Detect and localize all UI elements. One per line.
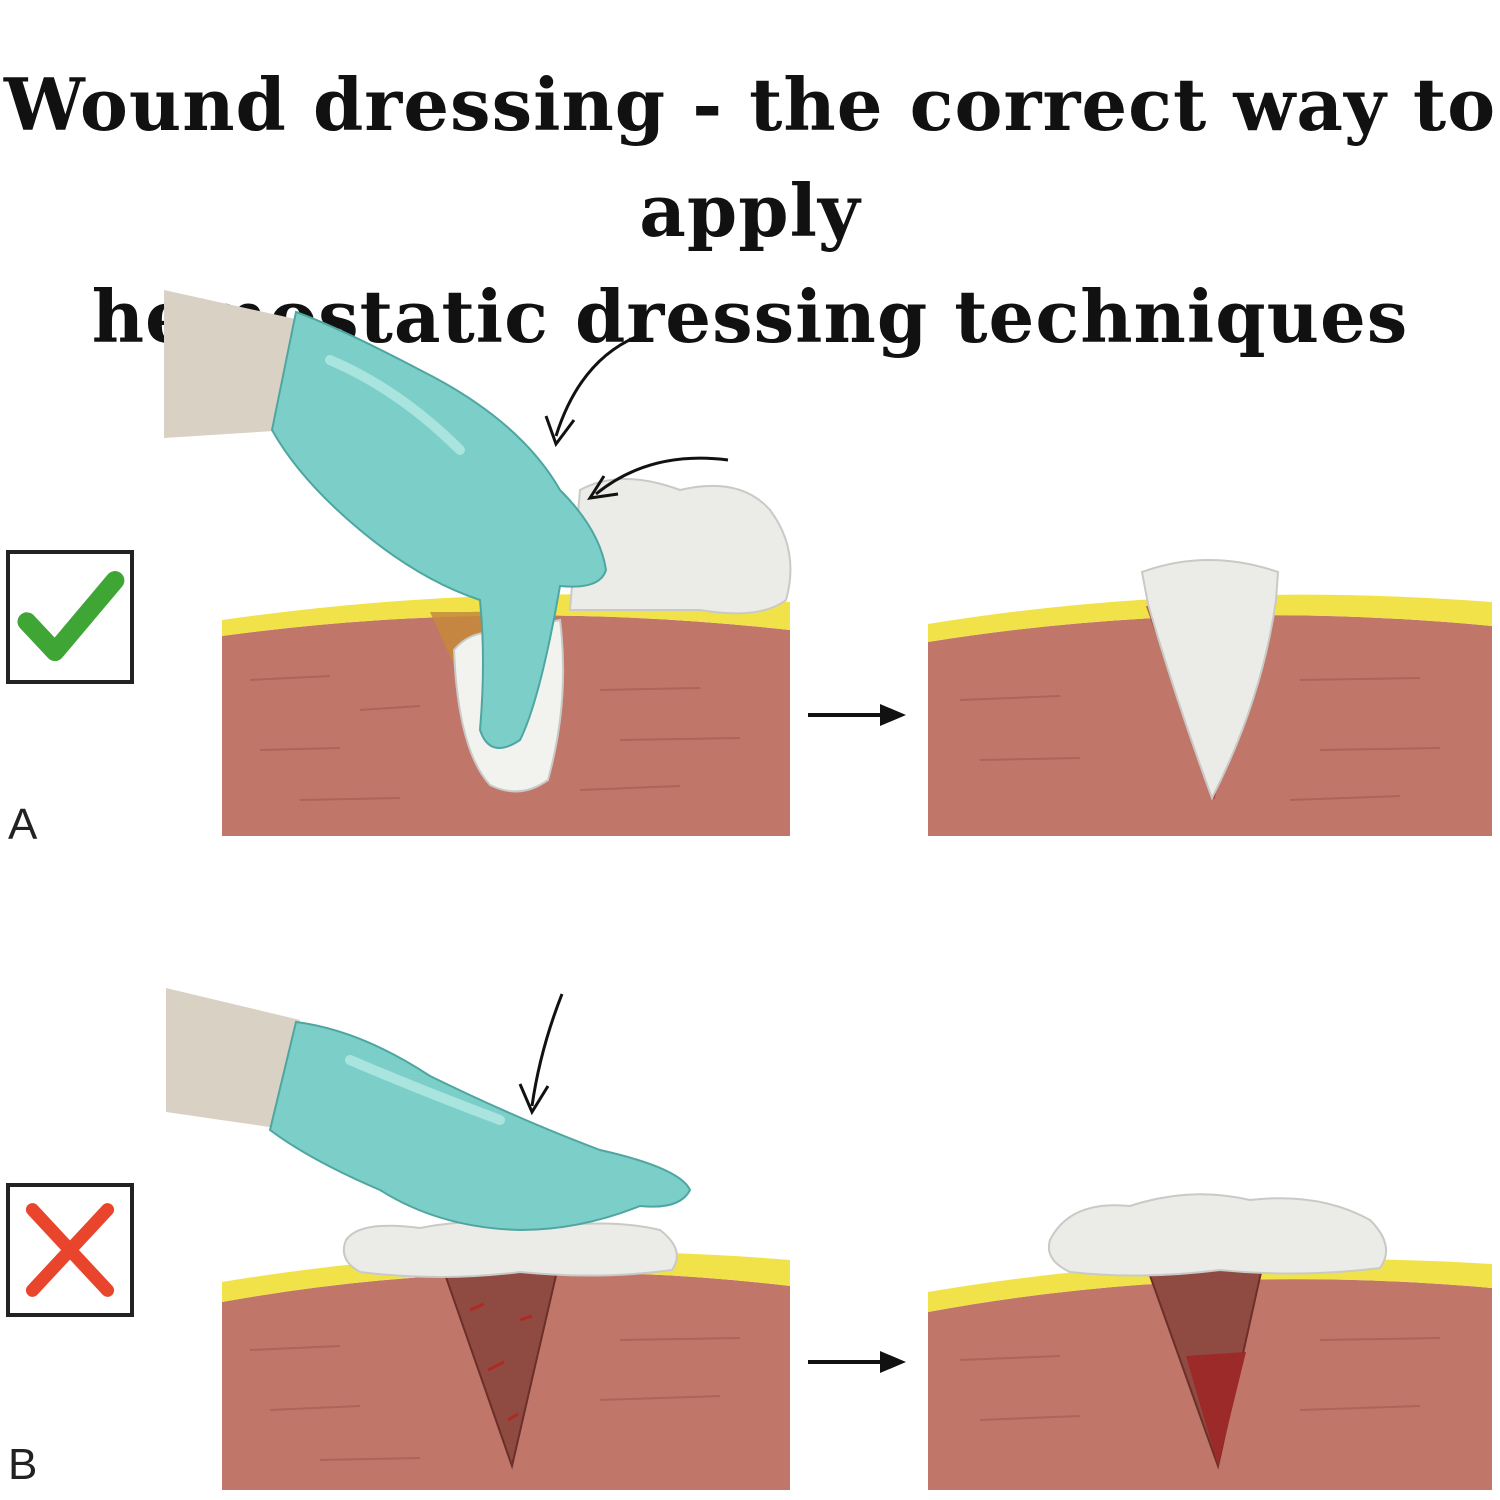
panel-label-b: B: [8, 1440, 38, 1489]
panel-label-a: A: [8, 800, 38, 849]
incorrect-verdict-box: [6, 1183, 134, 1317]
check-mark-icon: [17, 571, 125, 662]
cross-mark-icon: [25, 1203, 115, 1297]
panel-b-motion-arrow: [518, 993, 564, 1116]
panel-b-tissue-block-left: [222, 1221, 790, 1490]
panel-a-tissue-block-right: [928, 559, 1492, 836]
panel-a-illustration: [164, 290, 1492, 836]
correct-verdict-box: [6, 550, 134, 684]
panel-b-illustration: [166, 988, 1492, 1490]
panel-b-tissue-block-right: [928, 1193, 1492, 1490]
panel-b-gloved-hand: [166, 988, 692, 1232]
panel-a-scene: [0, 280, 1500, 880]
panel-b-scene: [0, 900, 1500, 1500]
page-title: Wound dressing - the correct way to appl…: [0, 52, 1500, 370]
panel-a-progress-arrow: [808, 704, 906, 726]
panel-b-progress-arrow: [808, 1351, 906, 1373]
panel-a-gloved-hand: [164, 290, 608, 749]
title-line-1: Wound dressing - the correct way to appl…: [3, 62, 1497, 253]
panel-a-motion-arrows: [544, 334, 729, 500]
